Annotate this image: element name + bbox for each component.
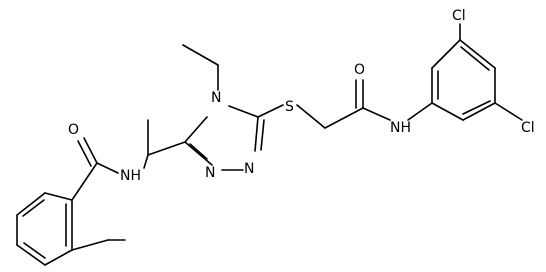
- bond: [462, 102, 496, 121]
- bond: [77, 140, 92, 167]
- atom-label-s-thioether: S: [285, 99, 294, 115]
- bond: [71, 239, 109, 251]
- bond: [431, 102, 464, 121]
- bond: [260, 119, 265, 151]
- bond: [44, 192, 73, 201]
- atom-label-cl-top: Cl: [452, 8, 466, 24]
- bond: [147, 141, 186, 156]
- bond: [23, 242, 46, 259]
- bond: [431, 39, 461, 69]
- bond: [182, 44, 219, 66]
- bond: [228, 105, 259, 118]
- toluamide-ring: [16, 192, 73, 266]
- bond: [83, 137, 98, 164]
- atom-label-n4-triazole: N: [211, 90, 221, 106]
- bond: [16, 244, 46, 266]
- bond: [460, 46, 490, 71]
- bond: [494, 102, 523, 121]
- atom-label-cl-right: Cl: [521, 120, 535, 136]
- bond: [407, 102, 433, 121]
- bond: [16, 192, 46, 216]
- bond: [184, 141, 213, 166]
- atom-label-o-benzamide: O: [68, 122, 79, 138]
- bond: [71, 162, 98, 201]
- triazole-ring: [184, 105, 265, 171]
- bond: [257, 104, 284, 118]
- bond: [459, 39, 496, 69]
- bond: [362, 107, 391, 121]
- atom-label-nh-anilide: NH: [390, 120, 411, 136]
- dichlorophenyl-ring: [431, 39, 496, 121]
- bond: [143, 154, 149, 169]
- bond: [22, 199, 45, 217]
- atom-label-n2-triazole: N: [205, 165, 215, 181]
- bond: [96, 162, 119, 174]
- bond: [324, 107, 364, 129]
- bond: [254, 116, 259, 152]
- bond: [189, 143, 208, 160]
- bond: [462, 100, 491, 115]
- atom-label-o-acetamide: O: [354, 62, 365, 78]
- atom-label-n1-triazole: N: [244, 161, 254, 177]
- atom-label-nh-benzamide: NH: [120, 168, 141, 184]
- bond: [44, 249, 73, 266]
- bond: [184, 116, 208, 143]
- bond: [296, 104, 326, 129]
